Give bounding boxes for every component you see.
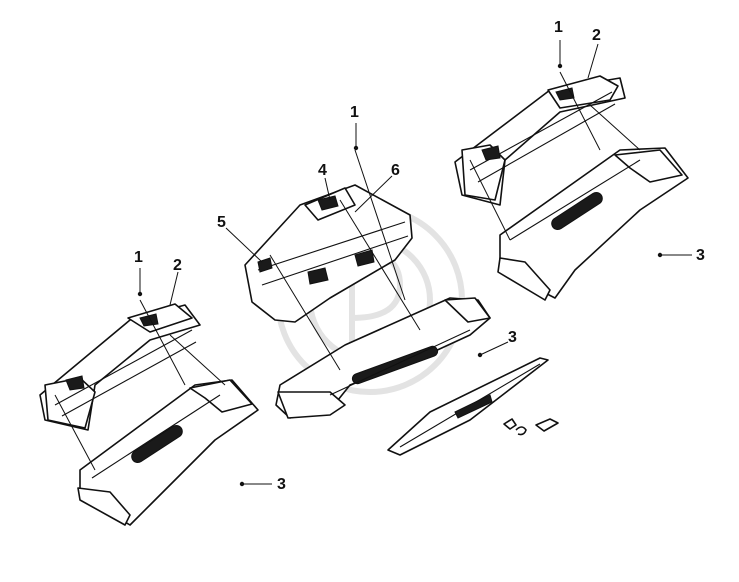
assembly-center bbox=[244, 149, 559, 456]
callout-label: 1 bbox=[554, 19, 563, 36]
assembly-left bbox=[39, 299, 259, 526]
callout-label: 3 bbox=[277, 476, 286, 493]
callout-4-center: 4 bbox=[318, 162, 331, 201]
callout-label: 1 bbox=[350, 104, 359, 121]
callout-label: 2 bbox=[592, 27, 601, 44]
trim-plate bbox=[387, 357, 549, 456]
callout-3-center: 3 bbox=[477, 329, 517, 358]
assembly-top-right bbox=[454, 71, 689, 301]
bracket-center bbox=[244, 184, 413, 323]
bracket-top-right bbox=[454, 75, 626, 206]
callout-label: 3 bbox=[696, 247, 705, 264]
callout-3-left: 3 bbox=[239, 476, 286, 493]
skid-plate-left bbox=[77, 379, 259, 526]
callout-2-left: 2 bbox=[169, 257, 182, 306]
callout-3-top-right: 3 bbox=[657, 247, 705, 264]
small-clips bbox=[503, 418, 559, 436]
callout-label: 4 bbox=[318, 162, 327, 179]
callout-label: 6 bbox=[391, 162, 400, 179]
bracket-left bbox=[39, 303, 201, 431]
callout-1-top-right: 1 bbox=[554, 19, 563, 69]
skid-plate-top-right bbox=[497, 147, 689, 301]
callout-label: 3 bbox=[508, 329, 517, 346]
callout-label: 1 bbox=[134, 249, 143, 266]
callout-1-left: 1 bbox=[134, 249, 143, 297]
callout-1-center: 1 bbox=[350, 104, 359, 151]
skid-plate-center bbox=[275, 297, 491, 419]
callout-5-center: 5 bbox=[217, 214, 263, 263]
callout-2-top-right: 2 bbox=[587, 27, 601, 79]
callout-label: 5 bbox=[217, 214, 226, 231]
callout-6-center: 6 bbox=[354, 162, 400, 213]
callout-label: 2 bbox=[173, 257, 182, 274]
